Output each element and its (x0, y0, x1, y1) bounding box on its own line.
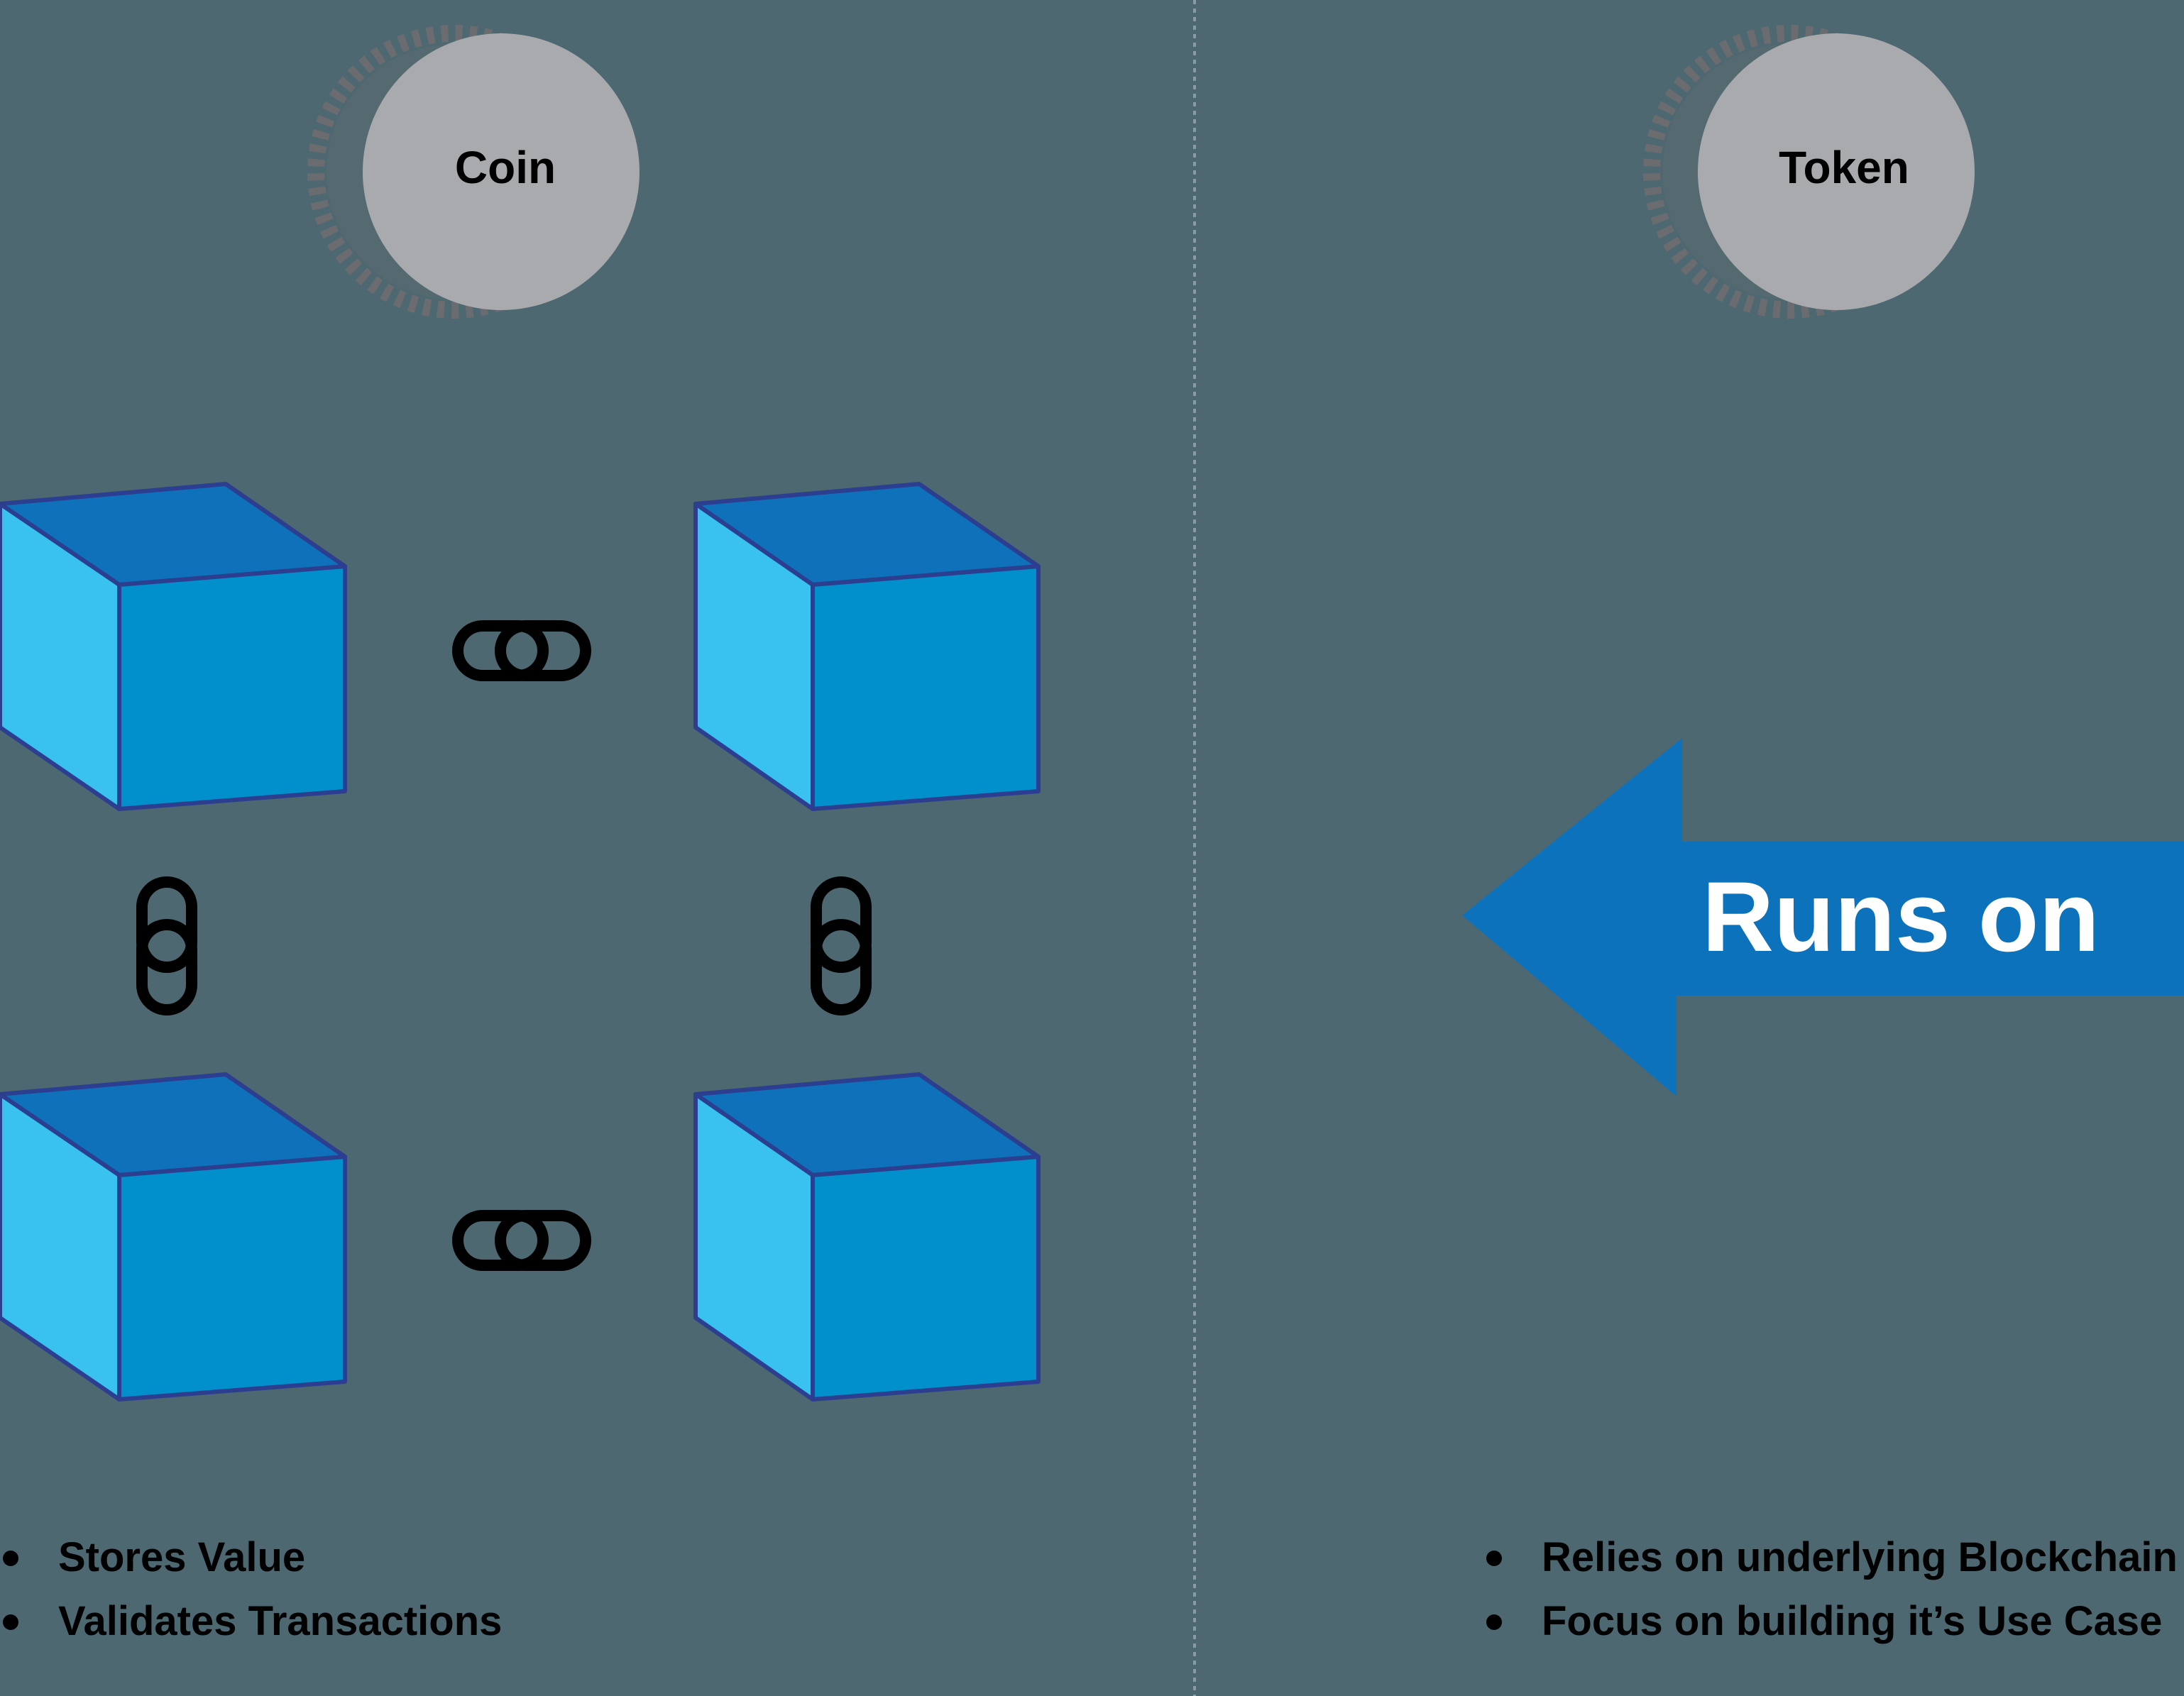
list-item: Validates Transactions (0, 1590, 502, 1653)
chain-link-icon (452, 1210, 591, 1271)
token-icon: Token (1643, 25, 1975, 319)
chain-link-icon (811, 876, 872, 1015)
coin-icon: Coin (307, 25, 640, 319)
bullet-icon (1486, 1614, 1502, 1630)
bullet-icon (1486, 1551, 1502, 1566)
coin-label: Coin (455, 142, 556, 193)
list-item: Stores Value (0, 1526, 502, 1590)
blockchain-block-cube (0, 482, 347, 811)
bullet-icon (3, 1614, 18, 1630)
runs-on-label: Runs on (1702, 861, 2100, 972)
chain-link-icon (136, 876, 197, 1015)
coin-features-list: Stores Value Validates Transactions (0, 1526, 502, 1653)
list-item: Focus on building it’s Use Case (1483, 1590, 2178, 1653)
token-label: Token (1779, 142, 1909, 193)
token-features-list: Relies on underlying Blockchain Focus on… (1483, 1526, 2178, 1653)
blockchain-block-cube (0, 1072, 347, 1402)
runs-on-arrow: Runs on (1462, 738, 2184, 1096)
bullet-icon (3, 1551, 18, 1566)
blockchain-block-cube (693, 1072, 1041, 1402)
chain-link-icon (452, 620, 591, 681)
blockchain-block-cube (693, 482, 1041, 811)
list-item: Relies on underlying Blockchain (1483, 1526, 2178, 1590)
